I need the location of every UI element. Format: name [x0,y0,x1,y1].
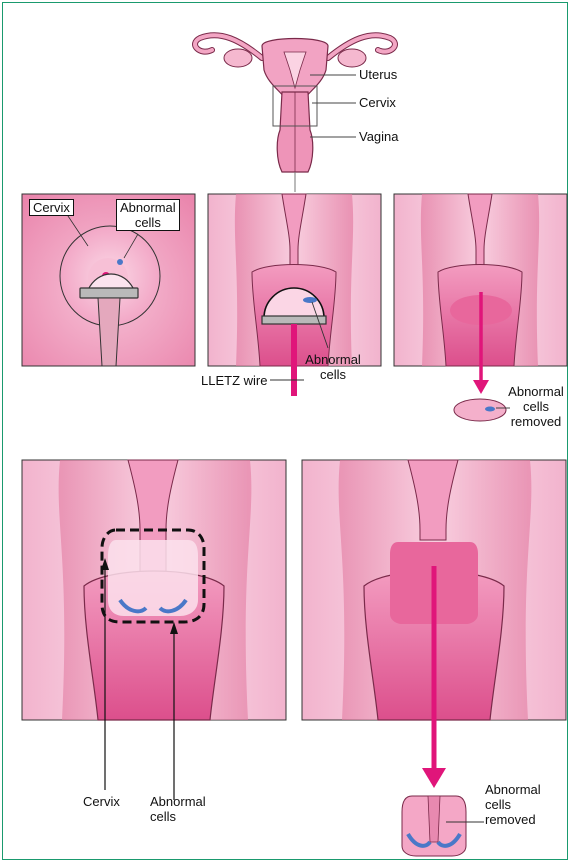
label-cervix-box-text: Cervix [33,200,70,215]
label-vagina: Vagina [359,129,399,144]
label-abnormal-mid: Abnormal cells [304,352,362,382]
label-abnormal-bottom-line1: Abnormal [150,794,206,809]
label-removed-small: Abnormal cells removed [506,384,566,429]
label-lletz-wire: LLETZ wire [201,373,267,388]
panel-cervix-detail [22,460,286,800]
label-removed-big-line1: Abnormal [485,782,541,797]
label-removed-big-line2: cells [485,797,511,812]
label-cervix-bottom: Cervix [83,794,120,809]
label-removed-big-line3: removed [485,812,536,827]
uterus-overview-illustration [195,35,395,192]
label-cervix-top: Cervix [359,95,396,110]
abnormal-cells-spot [117,259,123,265]
label-abnormal-mid-line2: cells [320,367,346,382]
label-abnormal-mid-line1: Abnormal [305,352,361,367]
label-abnormal-box-line1: Abnormal [120,200,176,215]
label-abnormal-box: Abnormal cells [116,199,180,231]
label-removed-small-line2: cells [523,399,549,414]
label-removed-small-line1: Abnormal [508,384,564,399]
label-uterus: Uterus [359,67,397,82]
label-cervix-box: Cervix [29,199,74,216]
label-abnormal-bottom: Abnormal cells [150,794,206,824]
label-abnormal-box-line2: cells [135,215,161,230]
label-abnormal-bottom-line2: cells [150,809,176,824]
label-removed-big: Abnormal cells removed [485,782,541,827]
label-removed-small-line3: removed [511,414,562,429]
